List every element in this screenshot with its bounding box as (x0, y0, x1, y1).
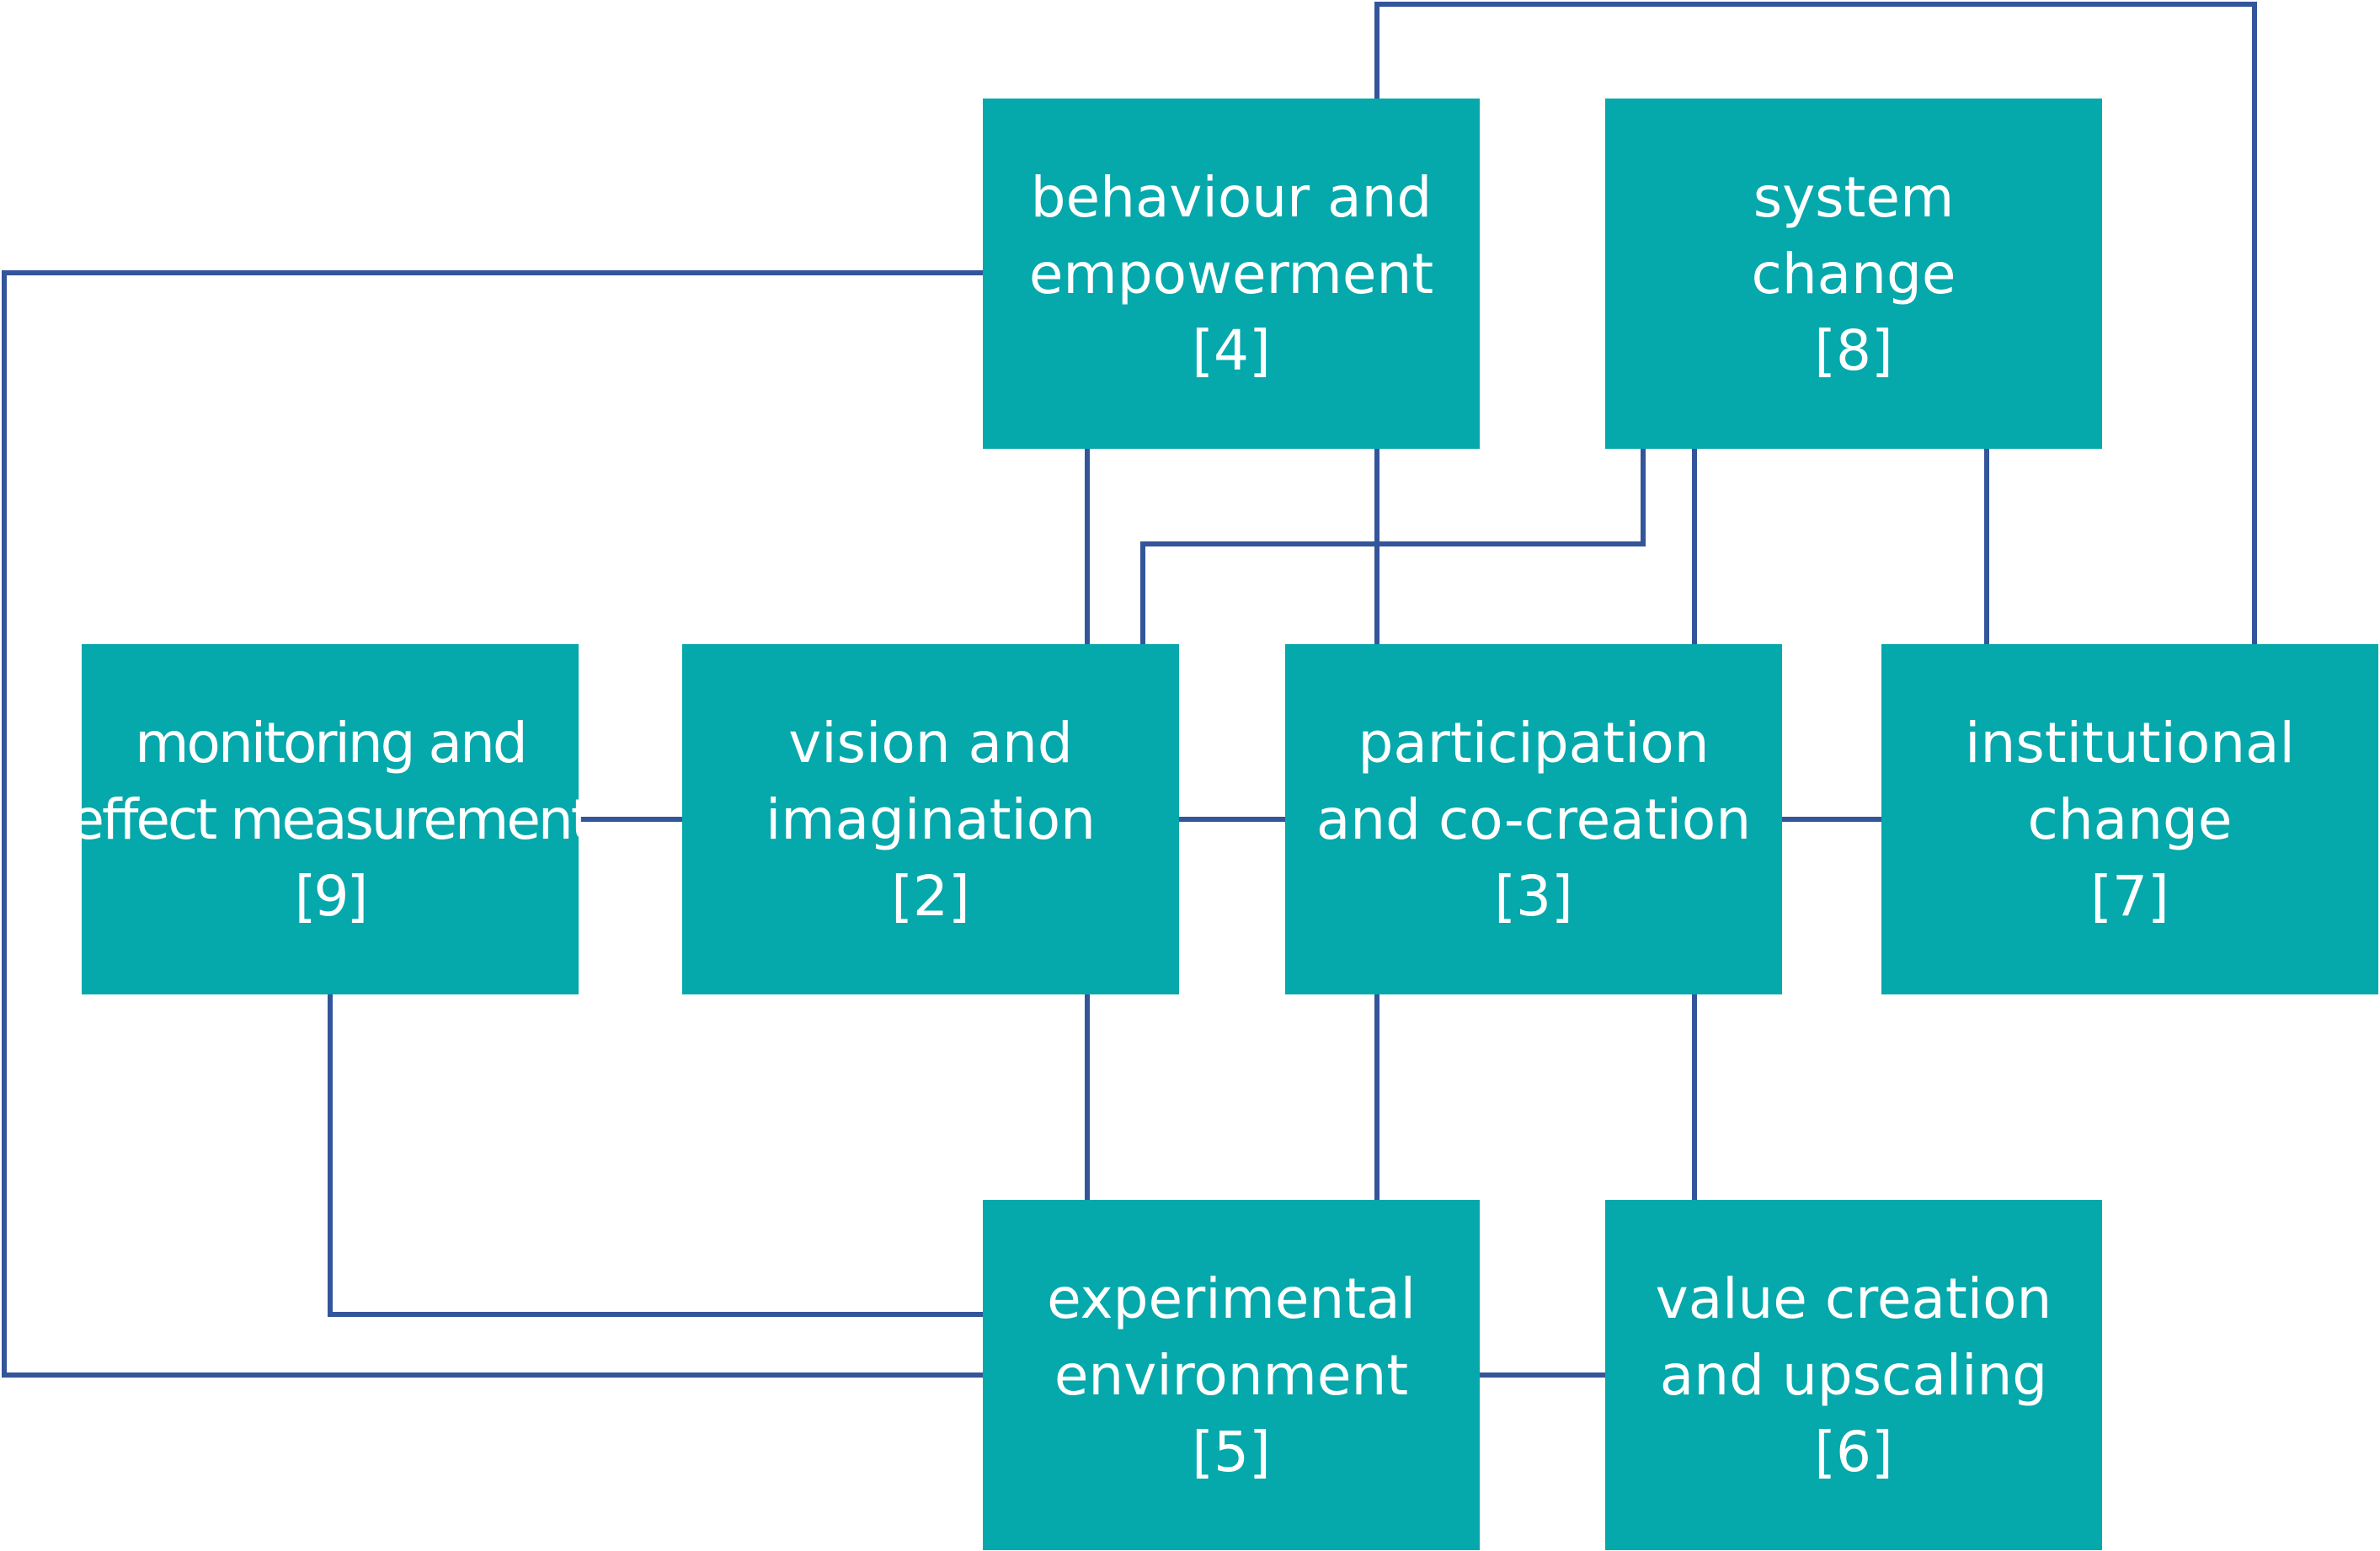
node-ref: [8] (1814, 317, 1893, 383)
node-line-1: participation (1358, 710, 1710, 776)
node-line-2: and upscaling (1659, 1342, 2048, 1408)
connector-monitoring-experimental (328, 994, 983, 1317)
node-line-1: vision and (788, 710, 1073, 776)
node-line-1: institutional (1965, 710, 2295, 776)
node-experimental-environment: experimental environment [5] (983, 1200, 1480, 1550)
node-vision-imagination: vision and imagination [2] (682, 644, 1179, 994)
node-line-2: empowerment (1028, 241, 1434, 306)
node-line-2: environment (1054, 1342, 1409, 1408)
node-system-change: system change [8] (1605, 99, 2102, 449)
node-ref: [4] (1192, 317, 1271, 383)
node-behaviour-empowerment: behaviour and empowerment [4] (983, 99, 1480, 449)
node-line-1: value creation (1655, 1266, 2052, 1331)
node-line-2: change (1751, 241, 1956, 306)
node-line-1: monitoring and (135, 710, 527, 776)
connector-system-vision (1140, 449, 1646, 644)
node-ref: [6] (1814, 1419, 1893, 1484)
node-line-2: imagination (765, 786, 1096, 852)
node-ref: [5] (1192, 1419, 1271, 1484)
node-line-2: effect measurement (70, 786, 592, 852)
node-line-2: and co-creation (1315, 786, 1752, 852)
node-ref: [7] (2090, 863, 2169, 929)
node-monitoring-effect-measurement: monitoring and effect measurement [9] (70, 644, 593, 994)
node-ref: [3] (1494, 863, 1573, 929)
node-line-2: change (2027, 786, 2233, 852)
node-ref: [9] (294, 863, 369, 929)
node-line-1: behaviour and (1030, 164, 1433, 230)
node-line-1: experimental (1047, 1266, 1416, 1331)
node-value-creation-upscaling: value creation and upscaling [6] (1605, 1200, 2102, 1550)
node-line-1: system (1753, 164, 1955, 230)
node-participation-co-creation: participation and co-creation [3] (1285, 644, 1782, 994)
connector-behaviour-experimental (2, 270, 983, 1378)
node-institutional-change: institutional change [7] (1881, 644, 2378, 994)
connector-behaviour-institutional (1374, 2, 2257, 644)
node-ref: [2] (891, 863, 970, 929)
